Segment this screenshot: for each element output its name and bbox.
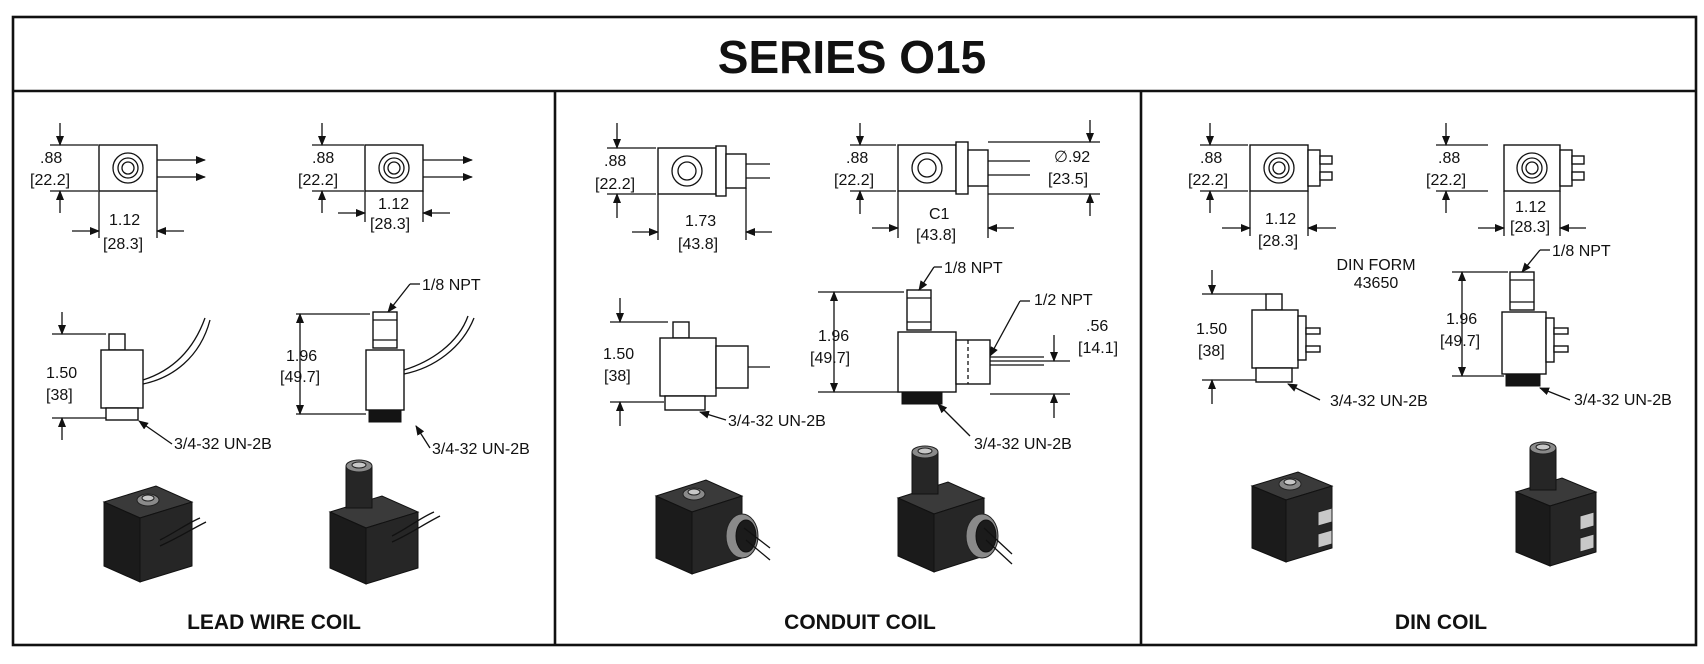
panel-lead-wire-coil: .88 [22.2] 1.12 [28.3] .88 [22.2] [30,123,530,634]
side-view-right: 1.96 [49.7] 1/8 NPT 3/4-32 UN-2B [1440,243,1672,409]
side-view-left: 1.50 [38] 3/4-32 UN-2B [603,298,826,430]
conduit-callout: 1/2 NPT [1034,292,1093,309]
din-form-label: DIN FORM [1336,257,1415,274]
dim-width-mm: [28.3] [370,216,410,233]
side-view-left: 1.50 [38] 3/4-32 UN-2B [1196,270,1428,410]
dim-height-mm: [22.2] [1188,172,1228,189]
sheet-frame [11,15,1698,647]
dim-width-mm: [28.3] [1510,219,1550,236]
coil-body [657,147,717,195]
dim-width-mm: [28.3] [103,236,143,253]
dim-height-mm: [22.2] [834,172,874,189]
dim-height-in: .88 [604,153,626,170]
thread-callout: 3/4-32 UN-2B [1574,392,1672,409]
coil-body [897,144,957,192]
thread-callout: 3/4-32 UN-2B [1330,393,1428,410]
front-view-left: .88 [22.2] 1.73 [43.8] [595,123,772,253]
coil-body [365,349,405,411]
dim-width-in: 1.12 [1515,199,1546,216]
dim-height-mm: [22.2] [595,176,635,193]
panel-conduit-coil: .88 [22.2] 1.73 [43.8] .88 [22.2] [595,120,1118,634]
dim-offset-mm: [14.1] [1078,340,1118,357]
port-callout: 1/8 NPT [422,277,481,294]
dim-height-mm: [38] [1198,343,1225,360]
dim-width-in: 1.12 [378,196,409,213]
dim-height-mm: [22.2] [30,172,70,189]
dim-height-in: .88 [312,150,334,167]
dim-height-in: 1.50 [1196,321,1227,338]
dim-width-in: 1.12 [109,212,140,229]
dim-offset-in: .56 [1086,318,1108,335]
coil-render-left [102,485,207,583]
coil-render-left [1250,471,1334,563]
port-callout: 1/8 NPT [944,260,1003,277]
coil-render-right [896,445,1013,573]
dim-height-mm: [49.7] [280,369,320,386]
panel-caption: DIN COIL [1395,611,1487,634]
coil-body [1251,309,1299,369]
coil-render-left [654,479,771,575]
front-view-right: .88 [22.2] 1.12 [28.3] [1426,123,1586,236]
page-title: SERIES O15 [718,31,986,83]
coil-body [100,349,144,409]
thread-callout: 3/4-32 UN-2B [728,413,826,430]
dim-height-in: 1.50 [46,365,77,382]
dim-height-in: .88 [1438,150,1460,167]
coil-body [98,144,158,192]
coil-body [1249,144,1309,192]
dim-height-mm: [49.7] [1440,333,1480,350]
dim-height-mm: [22.2] [1426,172,1466,189]
side-view-right: 1.96 [49.7] 1/8 NPT 1/2 NPT .56 [14.1] [810,260,1118,453]
port-callout: 1/8 NPT [1552,243,1611,260]
coil-render-right [1514,441,1598,567]
thread-callout: 3/4-32 UN-2B [974,436,1072,453]
coil-body [659,337,717,397]
dim-width-mm: [43.8] [916,227,956,244]
dim-height-mm: [38] [604,368,631,385]
coil-body [897,331,957,393]
front-view-right: .88 [22.2] 1.12 [28.3] [298,123,473,233]
dim-height-in: .88 [1200,150,1222,167]
coil-render-right [328,459,441,585]
dim-width-in: C1 [929,206,950,223]
panel-caption: CONDUIT COIL [784,611,936,634]
dim-diameter-in: ∅.92 [1054,149,1090,166]
dim-width-mm: [28.3] [1258,233,1298,250]
din-form-number: 43650 [1354,275,1399,292]
dim-height-mm: [49.7] [810,350,850,367]
dim-height-mm: [22.2] [298,172,338,189]
dim-height-in: 1.96 [1446,311,1477,328]
coil-body [1501,311,1547,375]
dim-diameter-mm: [23.5] [1048,171,1088,188]
dim-width-in: 1.12 [1265,211,1296,228]
dim-height-in: 1.50 [603,346,634,363]
front-view-left: .88 [22.2] 1.12 [28.3] [30,123,206,253]
front-view-left: .88 [22.2] 1.12 [28.3] [1188,123,1336,250]
dim-width-in: 1.73 [685,213,716,230]
coil-body [1503,144,1561,192]
coil-body [364,144,424,192]
thread-callout: 3/4-32 UN-2B [432,441,530,458]
side-view-left: 1.50 [38] 3/4-32 UN-2B [46,312,272,453]
dim-height-in: .88 [40,150,62,167]
front-view-right: .88 [22.2] C1 [43.8] ∅.92 [23.5] [834,120,1100,244]
panel-caption: LEAD WIRE COIL [187,611,361,634]
dim-height-in: .88 [846,150,868,167]
thread-callout: 3/4-32 UN-2B [174,436,272,453]
dim-height-in: 1.96 [286,348,317,365]
dim-width-mm: [43.8] [678,236,718,253]
side-view-right: 1.96 [49.7] 1/8 NPT 3/4-32 UN-2B [280,277,530,458]
dim-height-in: 1.96 [818,328,849,345]
dim-height-mm: [38] [46,387,73,404]
panel-din-coil: .88 [22.2] 1.12 [28.3] .88 [22.2] [1188,123,1672,634]
